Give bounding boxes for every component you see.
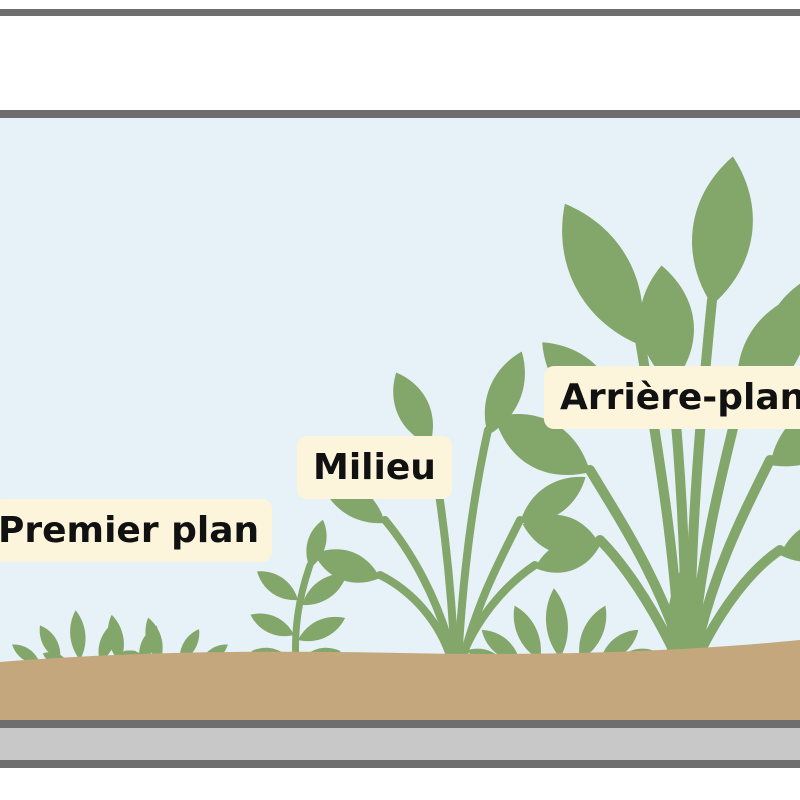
tank-upper-bar <box>0 110 800 118</box>
background-plant-base <box>666 560 704 665</box>
middle-plant-stem <box>458 516 524 666</box>
tank-base <box>0 728 800 760</box>
background-plant-stem <box>691 545 785 665</box>
middle-plant-stem <box>454 426 492 666</box>
middle-plant-stem <box>381 516 458 666</box>
label-milieu: Milieu <box>297 436 452 500</box>
substrate <box>0 640 800 722</box>
tank-bottom-bar <box>0 720 800 728</box>
middle-plant <box>309 345 606 666</box>
tank-top-rim <box>0 9 800 16</box>
label-arriere-plan: Arrière-plan <box>544 366 800 430</box>
tank-bottom-rim <box>0 760 800 768</box>
label-premier-plan: Premier plan <box>0 499 272 563</box>
tank-lid-area <box>0 16 800 111</box>
